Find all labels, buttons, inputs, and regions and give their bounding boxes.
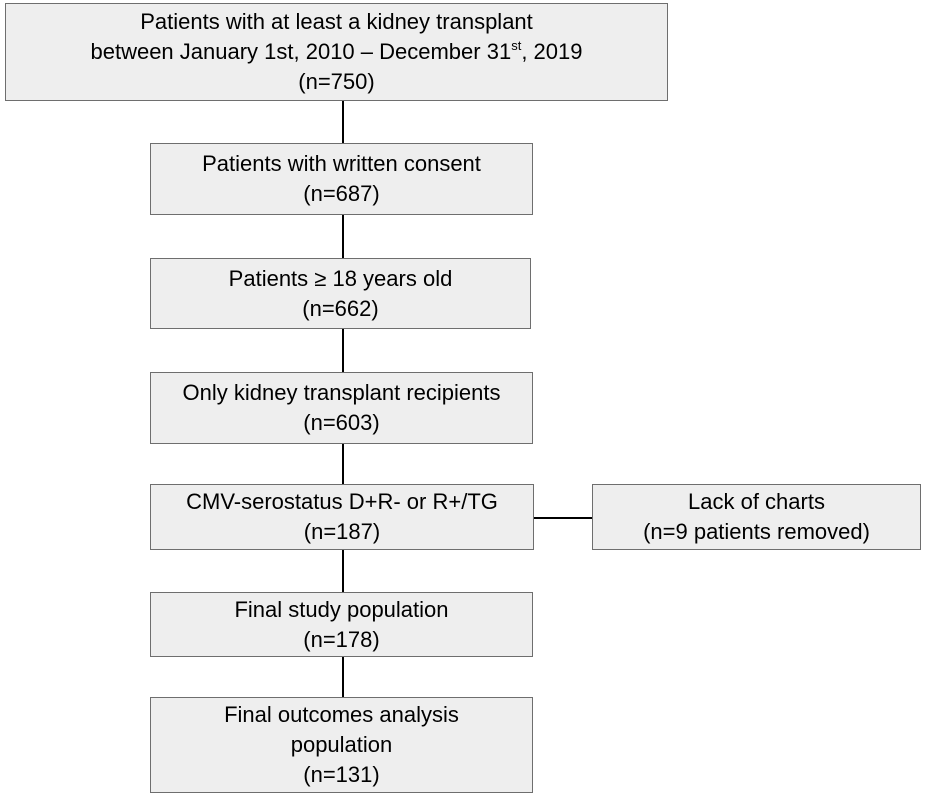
box-count: (n=178)	[303, 626, 380, 652]
box-count: (n=687)	[303, 181, 380, 206]
box-count: (n=603)	[303, 410, 380, 435]
box-text-line: Patients with at least a kidney transpla…	[140, 9, 533, 34]
flow-box-written-consent: Patients with written consent (n=687)	[150, 143, 533, 215]
box-text-line: (n=9 patients removed)	[643, 519, 870, 544]
flow-box-final-study: Final study population (n=178)	[150, 592, 533, 657]
box-count: (n=131)	[303, 762, 380, 787]
flow-box-final-outcomes: Final outcomes analysis population (n=13…	[150, 697, 533, 793]
box-text-line: between January 1st, 2010 – December 31s…	[90, 37, 582, 67]
date-range-text: between January 1st, 2010 – December 31	[90, 39, 512, 64]
box-text-line: Only kidney transplant recipients	[182, 380, 501, 405]
box-text-line: Patients ≥ 18 years old	[228, 265, 453, 291]
box-text-line: Final study population	[234, 596, 449, 622]
connector-4-5	[342, 444, 344, 484]
connector-1-2	[342, 101, 344, 143]
connector-5-6	[342, 550, 344, 592]
connector-3-4	[342, 329, 344, 372]
date-range-end: , 2019	[521, 39, 583, 64]
flow-box-adult-patients: Patients ≥ 18 years old (n=662)	[150, 258, 531, 329]
flow-box-cmv-serostatus: CMV-serostatus D+R- or R+/TG (n=187)	[150, 484, 534, 550]
ordinal-suffix: st	[511, 37, 522, 53]
box-text-line: Final outcomes analysis	[224, 702, 459, 727]
connector-5-exclusion	[534, 517, 592, 519]
flow-box-all-transplants: Patients with at least a kidney transpla…	[5, 3, 668, 101]
box-count: (n=662)	[302, 295, 379, 321]
connector-2-3	[342, 215, 344, 258]
box-text-line: Patients with written consent	[202, 151, 481, 176]
connector-6-7	[342, 657, 344, 697]
flow-box-kidney-only: Only kidney transplant recipients (n=603…	[150, 372, 533, 444]
flow-box-exclusion: Lack of charts (n=9 patients removed)	[592, 484, 921, 550]
box-count: (n=750)	[298, 69, 375, 94]
box-count: (n=187)	[303, 519, 381, 544]
box-text-line: Lack of charts	[688, 489, 825, 514]
box-text-line: population	[290, 732, 393, 757]
box-text-line: CMV-serostatus D+R- or R+/TG	[186, 489, 498, 514]
